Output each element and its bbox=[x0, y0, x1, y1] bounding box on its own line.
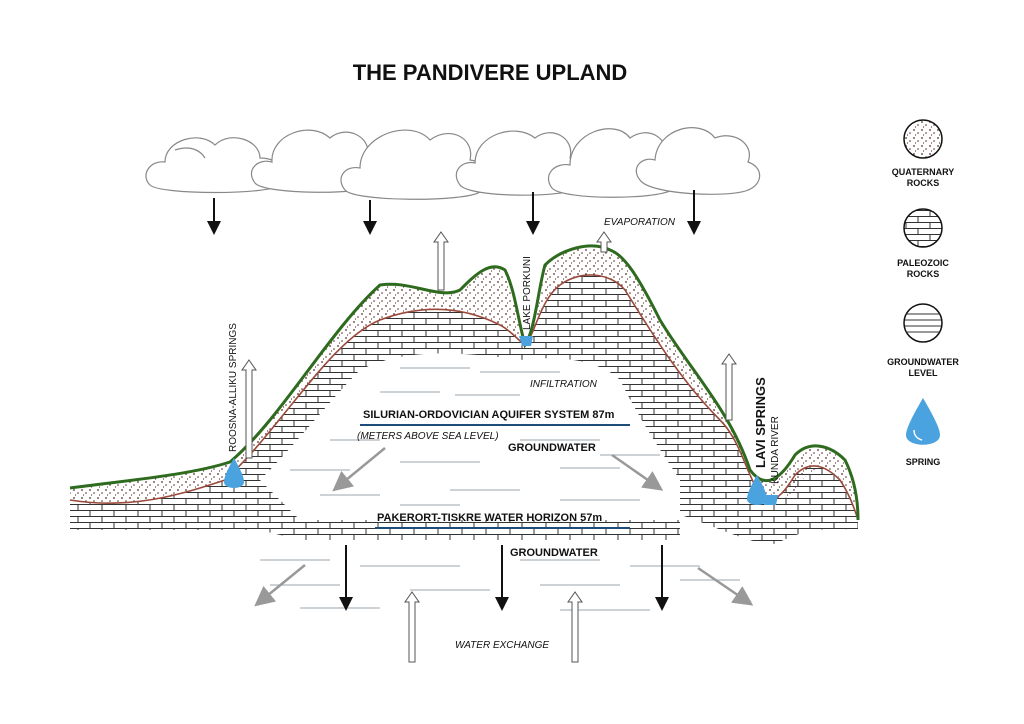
arrow-up-icon bbox=[721, 353, 737, 421]
legend-paleozoic: PALEOZOIC ROCKS bbox=[897, 208, 949, 279]
groundwater-zone bbox=[260, 353, 680, 520]
kunda-river-label: KUNDA RIVER bbox=[770, 416, 781, 484]
flow-arrows bbox=[254, 447, 754, 607]
legend-quaternary-line2: ROCKS bbox=[907, 178, 940, 188]
horizon-label: PAKERORT-TISKRE WATER HORIZON 57m bbox=[377, 512, 602, 524]
legend-paleozoic-line2: ROCKS bbox=[907, 269, 940, 279]
evaporation-label: EVAPORATION bbox=[604, 217, 676, 228]
arrow-up-icon bbox=[567, 591, 583, 663]
cloud-icon bbox=[635, 127, 761, 195]
legend-quaternary-line1: QUATERNARY bbox=[892, 167, 955, 177]
groundwater-label-upper: GROUNDWATER bbox=[508, 442, 596, 454]
percolation-arrows bbox=[339, 545, 669, 611]
legend-groundwater: GROUNDWATER LEVEL bbox=[887, 303, 959, 378]
water-exchange-label: WATER EXCHANGE bbox=[455, 640, 549, 651]
water-drop-icon bbox=[747, 475, 767, 505]
legend-spring: SPRING bbox=[906, 398, 941, 467]
arrow-up-icon bbox=[241, 359, 257, 459]
arrow-up-icon bbox=[596, 231, 612, 253]
arrow-up-icon bbox=[404, 591, 420, 663]
quaternary-rock-layer bbox=[70, 245, 858, 520]
bedrock-surface-line bbox=[69, 274, 859, 521]
page-title: THE PANDIVERE UPLAND bbox=[353, 60, 628, 85]
cloud-icon bbox=[340, 129, 488, 200]
lake-porkuni-label: LAKE PORKUNI bbox=[522, 256, 533, 330]
roosna-alliku-springs-label: ROOSNA-ALLIKU SPRINGS bbox=[228, 323, 239, 452]
clouds bbox=[145, 127, 761, 200]
water-drop-icon bbox=[906, 398, 940, 445]
legend: QUATERNARY ROCKS PALEOZOIC ROCKS GROUNDW… bbox=[887, 119, 959, 467]
cloud-icon bbox=[145, 137, 285, 194]
infiltration-label: INFILTRATION bbox=[530, 379, 598, 390]
legend-quaternary: QUATERNARY ROCKS bbox=[892, 119, 955, 188]
ground-surface-line bbox=[69, 244, 860, 521]
legend-paleozoic-line1: PALEOZOIC bbox=[897, 258, 949, 268]
legend-spring-label: SPRING bbox=[906, 457, 941, 467]
precipitation-arrows bbox=[207, 190, 701, 235]
aquifer-label: SILURIAN-ORDOVICIAN AQUIFER SYSTEM 87m bbox=[363, 409, 615, 421]
water-drop-icon bbox=[224, 458, 244, 488]
arrow-up-icon bbox=[433, 231, 449, 291]
evaporation-arrows bbox=[241, 231, 737, 663]
legend-groundwater-line2: LEVEL bbox=[908, 368, 938, 378]
legend-groundwater-line1: GROUNDWATER bbox=[887, 357, 959, 367]
lavi-springs-label: LAVI SPRINGS bbox=[753, 377, 768, 468]
lake-porkuni-water bbox=[519, 336, 533, 346]
groundwater-label-lower: GROUNDWATER bbox=[510, 547, 598, 559]
meters-label: (METERS ABOVE SEA LEVEL) bbox=[357, 431, 499, 442]
